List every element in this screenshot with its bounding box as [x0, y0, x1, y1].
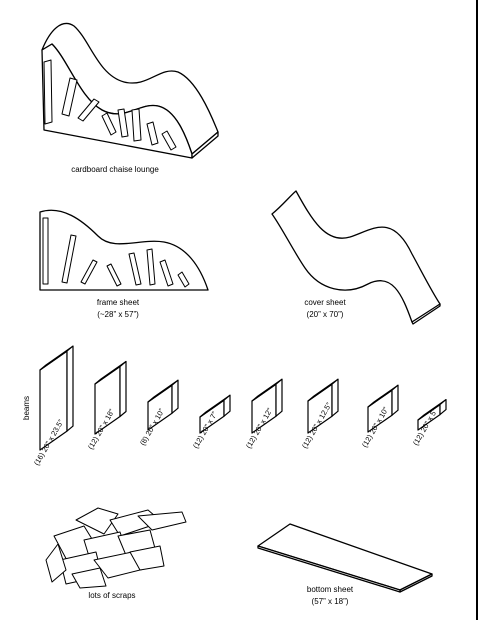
beam-side	[223, 394, 231, 417]
beam-side	[171, 379, 179, 414]
cover-sheet-dims: (20” x 70”)	[307, 310, 344, 319]
bottom-sheet-title: bottom sheet	[307, 585, 354, 594]
chaise-label: cardboard chaise lounge	[71, 165, 159, 174]
beam-label: (12) 20” x 5”	[411, 407, 439, 447]
beams-group: (16) 20” x 23.5”(12) 20” x 18”(8) 20” x …	[32, 345, 447, 467]
beam-6	[307, 378, 339, 434]
beam-side	[391, 384, 399, 416]
beam-8	[417, 399, 447, 431]
beam-2	[94, 360, 127, 435]
beams-label: beams	[22, 396, 31, 420]
beam-7	[367, 384, 399, 433]
scraps-label: lots of scraps	[88, 591, 135, 600]
beam-5	[251, 378, 283, 434]
beam-side	[275, 378, 283, 417]
beam-1	[39, 345, 74, 451]
scraps	[45, 507, 187, 589]
frame-sheet-dims: (~28” x 57”)	[97, 310, 139, 319]
beam-3	[147, 379, 179, 431]
beam-side	[331, 378, 339, 417]
page-border	[476, 0, 478, 620]
cover-sheet	[271, 190, 441, 325]
beam-side	[439, 399, 447, 416]
beam-side	[119, 360, 127, 418]
frame-sheet	[39, 209, 209, 291]
bottom-sheet-dims: (57” x 18”)	[312, 597, 349, 606]
bottom-sheet	[257, 523, 433, 593]
chaise-lounge	[41, 22, 219, 159]
beam-side	[66, 345, 74, 432]
beam-4	[199, 394, 231, 434]
cover-sheet-title: cover sheet	[304, 298, 346, 307]
frame-sheet-title: frame sheet	[97, 298, 140, 307]
